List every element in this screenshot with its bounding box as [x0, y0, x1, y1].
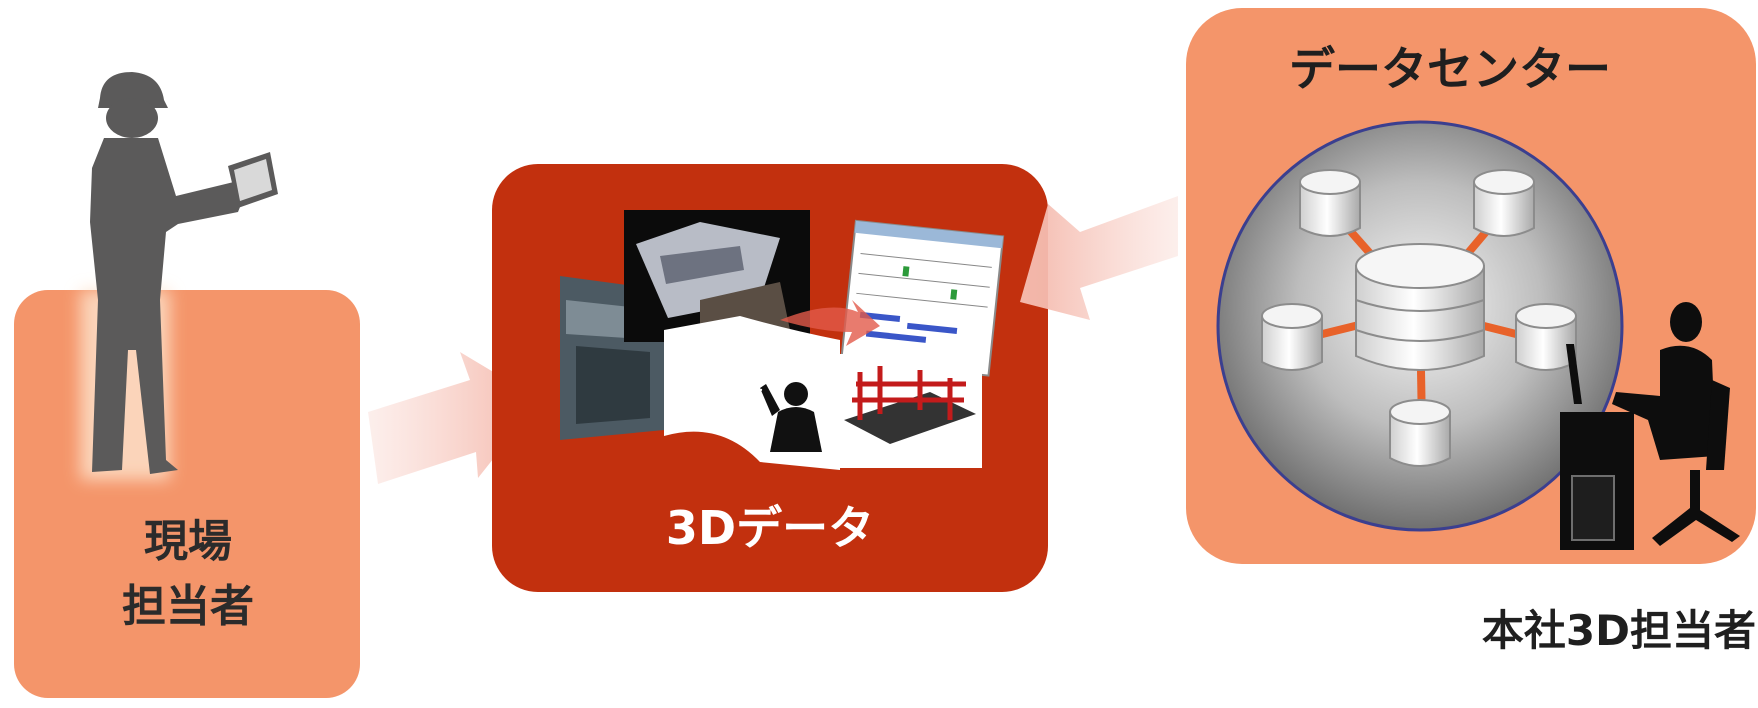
- onsite-staff-label-line1: 現場: [100, 520, 276, 564]
- onsite-staff-box: [14, 290, 360, 698]
- onsite-staff-label-line2: 担当者: [84, 585, 292, 629]
- hq-staff-label: 本社3D担当者: [1400, 610, 1756, 652]
- data-center-label: データセンター: [1190, 46, 1710, 92]
- 3d-data-label: 3Dデータ: [492, 505, 1048, 551]
- 3d-model-images-icon: [560, 210, 1003, 470]
